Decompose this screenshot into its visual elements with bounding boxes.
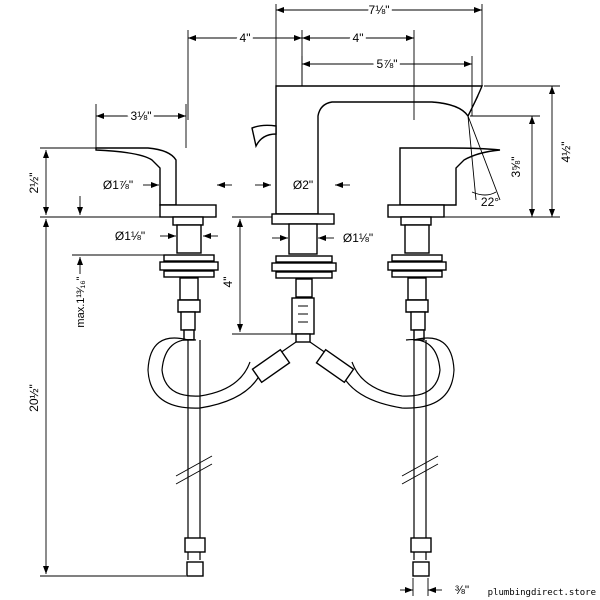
left-hose-loop <box>147 337 263 560</box>
spout-base <box>271 213 335 225</box>
center-y-connector <box>251 341 355 384</box>
watermark: plumbingdirect.store <box>488 588 596 598</box>
label-shank-length: 4" <box>221 277 235 288</box>
label-overall-width: 7⅛" <box>369 3 390 17</box>
center-valve-body <box>271 223 337 343</box>
label-handle-height: 2½" <box>27 173 41 194</box>
dimension-labels: 7⅛" 4" 4" 5⅞" 3⅛" 4½" 3⅝" 22° 2½" 20½" m… <box>24 0 573 597</box>
label-handle-base-diameter: Ø1⅞" <box>103 178 133 192</box>
dimension-lines <box>40 4 560 596</box>
right-handle-base <box>387 204 445 218</box>
lift-rod <box>251 124 277 149</box>
left-valve-body <box>159 216 219 341</box>
label-connection-width: ⅜" <box>455 583 469 597</box>
label-center-shank-diameter: Ø1⅛" <box>343 231 373 245</box>
label-spout-base-diameter: Ø2" <box>293 178 313 192</box>
spout <box>251 85 484 225</box>
label-right-center: 4" <box>353 31 364 45</box>
hose-break-marks <box>175 455 439 485</box>
label-spout-angle: 22° <box>481 195 499 209</box>
right-valve-body <box>387 216 447 341</box>
label-aerator-height: 3⅝" <box>509 157 523 178</box>
label-left-shank-diameter: Ø1⅛" <box>115 229 145 243</box>
supply-connectors <box>184 537 432 577</box>
label-overall-height: 20½" <box>27 384 41 412</box>
label-spout-height: 4½" <box>559 142 573 163</box>
center-connector <box>291 297 315 335</box>
label-left-center: 4" <box>240 31 251 45</box>
right-hose-loop <box>339 337 455 560</box>
left-handle-base <box>159 204 217 218</box>
label-max-deck: max.1¹³⁄₁₆" <box>75 276 87 327</box>
label-handle-length: 3⅛" <box>131 109 152 123</box>
label-spout-reach: 5⅞" <box>377 57 398 71</box>
